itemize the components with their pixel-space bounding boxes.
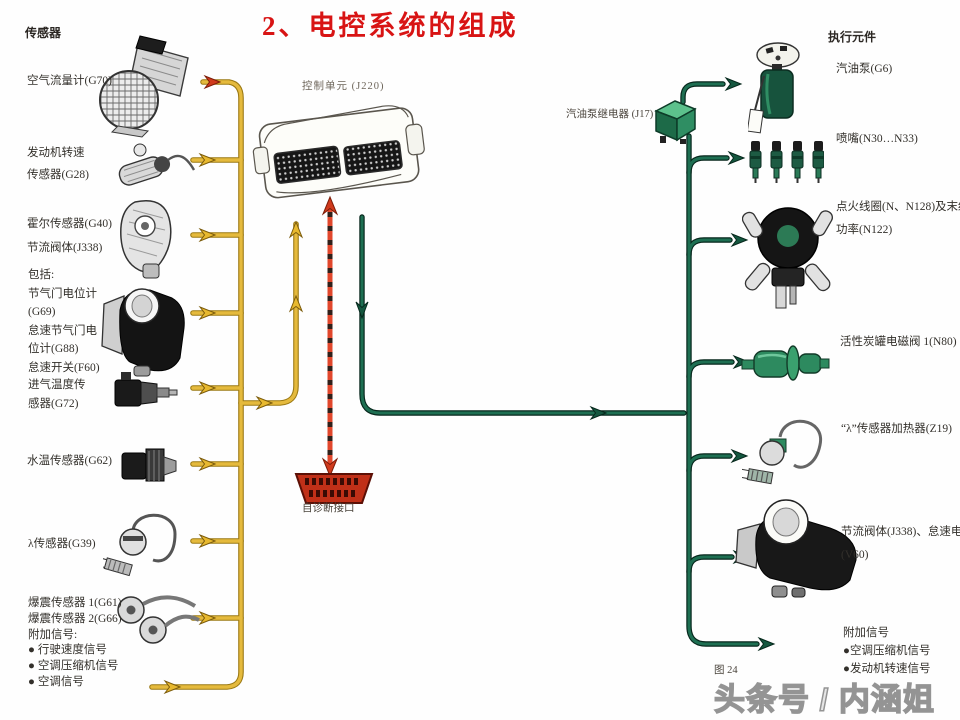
fuel-pump-image — [748, 42, 800, 134]
throttle-idle-motor-image — [735, 499, 857, 598]
label-throttle-potentiometers: 包括: 节气门电位计 (G69) 怠速节气门电 位计(G88) 怠速开关(F60… — [28, 269, 100, 374]
label-canister-valve: 活性炭罐电磁阀 1(N80) — [840, 336, 957, 348]
injectors-image — [749, 141, 824, 183]
page-title: 2、电控系统的组成 — [262, 11, 519, 41]
label-ignition-coil: 点火线圈(N、N128)及末级 功率(N122) — [836, 201, 960, 236]
actuator-bus-green — [355, 76, 776, 652]
label-lambda-sensor: λ传感器(G39) — [28, 538, 96, 550]
sensors-header: 传感器 — [25, 26, 62, 40]
hall-sensor-image — [120, 200, 172, 279]
label-injectors: 喷嘴(N30…N33) — [836, 133, 918, 145]
label-fuel-pump: 汽油泵(G6) — [836, 63, 893, 75]
label-hall-sensor: 霍尔传感器(G40) 节流阀体(J338) — [27, 218, 112, 254]
sensor-arrows — [163, 74, 304, 695]
lambda-heater-image — [742, 419, 822, 485]
label-additional-signals-right: 附加信号 ●空调压缩机信号 ●发动机转速信号 — [843, 627, 931, 675]
ecu-image — [252, 105, 425, 199]
coolant-temp-sensor-image — [121, 448, 177, 482]
diagnostic-line-red — [321, 195, 339, 478]
label-engine-speed-sensor: 发动机转速 传感器(G28) — [27, 147, 89, 181]
engine-speed-sensor-image — [118, 143, 196, 186]
label-coolant-temp-sensor: 水温传感器(G62) — [27, 455, 112, 467]
watermark: 头条号 / 内涵姐姐 — [713, 681, 935, 718]
intake-temp-sensor-image — [114, 372, 178, 407]
label-throttle-idle-motor: 节流阀体(J338)、怠速电机 (V60) — [841, 526, 960, 561]
airflow-meter-image — [99, 35, 189, 138]
label-intake-temp-sensor: 进气温度传 感器(G72) — [28, 379, 86, 410]
ecu-label: 控制单元 (J220) — [302, 81, 385, 92]
label-lambda-heater: “λ”传感器加热器(Z19) — [841, 423, 952, 435]
fuel-pump-relay-label: 汽油泵继电器 (J17) — [566, 109, 654, 120]
diagnostic-connector-label: 自诊断接口 — [302, 503, 355, 514]
throttle-body-image — [101, 288, 185, 377]
knock-sensors-image — [117, 595, 200, 644]
figure-number: 图 24 — [714, 665, 738, 676]
diagnostic-connector-image — [294, 473, 374, 504]
label-knock-sensors-and-signals: 爆震传感器 1(G61) 爆震传感器 2(G66) 附加信号: ● 行驶速度信号… — [28, 597, 122, 688]
ignition-coil-image — [742, 207, 834, 309]
label-airflow-meter: 空气流量计(G70) — [27, 75, 112, 87]
sensor-bus-yellow — [149, 79, 299, 690]
canister-valve-image — [741, 345, 830, 381]
lambda-sensor-image — [103, 513, 177, 577]
actuators-header: 执行元件 — [828, 30, 877, 44]
fuel-pump-relay-image — [654, 100, 697, 144]
